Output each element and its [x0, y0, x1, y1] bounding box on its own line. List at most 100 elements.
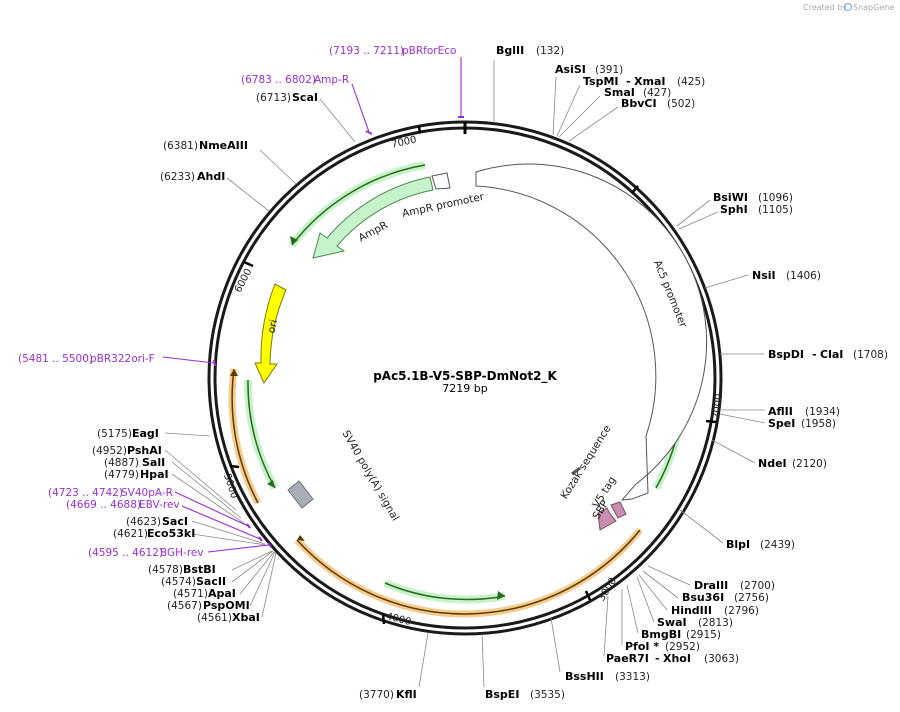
v5-tag-arrow	[610, 501, 627, 519]
enzyme-eco53ki-pos: (4621)	[113, 528, 148, 540]
enzyme-bstbi-pos: (4578)	[148, 564, 183, 576]
enzyme-clai: ClaI	[820, 348, 843, 361]
enzyme-saci-pos: (4623)	[126, 516, 161, 528]
enzyme-sali: SalI	[142, 456, 165, 469]
enzyme-kfli: KflI	[396, 688, 417, 701]
primer-pbr322ori-f: pBR322ori-F	[90, 353, 155, 365]
primer-sv40pa-r-range: (4723 .. 4742)	[48, 487, 123, 499]
enzyme-hpai: HpaI	[140, 468, 169, 481]
enzyme-sphi: SphI	[720, 203, 748, 216]
ampr-promoter-arrow	[431, 172, 451, 190]
primer-bgh-rev: BGH-rev	[160, 547, 204, 559]
enzyme-swai-pos: (2813)	[698, 617, 733, 629]
enzyme-eagi: EagI	[132, 427, 159, 440]
enzyme-pspomi-pos: (4567)	[167, 600, 202, 612]
enzyme-bspei-pos: (3535)	[530, 689, 565, 701]
enzyme-ndei: NdeI	[758, 457, 787, 470]
primer-ebv-rev-range: (4669 .. 4688)	[66, 499, 141, 511]
primer-pbrforeco: pBRforEco	[402, 45, 456, 57]
watermark-created-by: Created by	[803, 3, 847, 12]
enzyme-pspomi: PspOMI	[203, 599, 250, 612]
kozak-marker	[571, 466, 581, 476]
enzyme-sacii-pos: (4574)	[161, 576, 196, 588]
enzyme-eco53ki: Eco53kI	[147, 527, 195, 540]
sv40-label: SV40 poly(A) signal	[340, 428, 402, 523]
enzyme-apai-pos: (4571)	[173, 588, 208, 600]
enzyme-bglii: BglII	[496, 44, 524, 57]
ori-arrow	[254, 283, 287, 385]
enzyme-ahdi-pos: (6233)	[160, 171, 195, 183]
enzyme-tspmi: TspMI	[583, 75, 619, 88]
enzyme-pshai: PshAI	[127, 444, 162, 457]
enzyme-spei-pos: (1958)	[801, 418, 836, 430]
ampr-arrow	[312, 176, 434, 259]
tick-7000: 7000	[390, 134, 417, 150]
enzyme-aflii: AflII	[768, 405, 793, 418]
enzyme-xhoi: XhoI	[663, 652, 691, 665]
enzyme-smai-pos: (427)	[643, 87, 671, 99]
enzyme-xmai-pos: (425)	[677, 76, 705, 88]
plasmid-name: pAc5.1B-V5-SBP-DmNot2_K	[373, 369, 557, 384]
enzyme-kfli-pos: (3770)	[359, 689, 394, 701]
enzyme-xmai: XmaI	[634, 75, 665, 88]
enzyme-paer7i: PaeR7I	[606, 652, 649, 665]
enzyme-swai: SwaI	[657, 616, 687, 629]
enzyme-nsii-pos: (1406)	[786, 270, 821, 282]
primer-ampr: Amp-R	[314, 74, 349, 86]
enzyme-asisi: AsiSI	[555, 63, 586, 76]
enzyme-bbvci-pos: (502)	[667, 98, 695, 110]
enzyme-draiii: DraIII	[694, 579, 728, 592]
enzyme-clai-pos: (1708)	[853, 349, 888, 361]
enzyme-ahdi: AhdI	[197, 170, 225, 183]
enzyme-bsu36i: Bsu36I	[682, 591, 724, 604]
enzyme-sacii: SacII	[196, 575, 226, 588]
primer-ebv-rev: EBV-rev	[139, 499, 180, 511]
ac5-promoter-arrow	[475, 163, 708, 501]
sbp-arrow	[597, 507, 617, 531]
enzyme-bmgbi: BmgBI	[641, 628, 681, 641]
primer-pbr322ori-f-range: (5481 .. 5500)	[18, 353, 93, 365]
enzyme-apai: ApaI	[208, 587, 236, 600]
enzyme-asisi-pos: (391)	[595, 64, 623, 76]
ori-label: ori	[265, 318, 280, 334]
enzyme-nmeaiii-pos: (6381)	[163, 140, 198, 152]
enzyme-bbvci: BbvCI	[621, 97, 657, 110]
enzyme-bsu36i-pos: (2756)	[734, 592, 769, 604]
sv40-polya-box	[287, 480, 314, 509]
enzyme-pfoi-pos: (2952)	[665, 641, 700, 653]
enzyme-nmeaiii: NmeAIII	[199, 139, 248, 152]
tick-2000: 2000	[711, 393, 725, 420]
enzyme-bmgbi-pos: (2915)	[686, 629, 721, 641]
enzyme-hindiii: HindIII	[671, 604, 712, 617]
enzyme-hpai-pos: (4779)	[104, 469, 139, 481]
bottom-left-leaders	[164, 432, 277, 618]
enzyme-xbai-pos: (4561)	[197, 612, 232, 624]
snapgene-logo-icon	[843, 2, 853, 12]
enzyme-eagi-pos: (5175)	[97, 428, 132, 440]
enzyme-saci: SacI	[162, 515, 188, 528]
enzyme-bsiwi: BsiWI	[713, 191, 748, 204]
size-ticks: 1000 2000 3000 4000 5000 6000 7000	[221, 125, 725, 628]
enzyme-blpi-pos: (2439)	[760, 539, 795, 551]
enzyme-pshai-pos: (4952)	[92, 445, 127, 457]
enzyme-ndei-pos: (2120)	[792, 458, 827, 470]
enzyme-sep-3: -	[655, 652, 660, 665]
enzyme-blpi: BlpI	[726, 538, 750, 551]
enzyme-bsshii-pos: (3313)	[615, 671, 650, 683]
enzyme-hindiii-pos: (2796)	[724, 605, 759, 617]
enzyme-smai: SmaI	[604, 86, 635, 99]
enzyme-xhoi-pos: (3063)	[704, 653, 739, 665]
enzyme-bstbi: BstBI	[183, 563, 216, 576]
enzyme-pfoi: PfoI *	[625, 640, 659, 653]
enzyme-bspdi: BspDI	[768, 348, 804, 361]
enzyme-bsiwi-pos: (1096)	[758, 192, 793, 204]
primer-sv40pa-r: SV40pA-R	[121, 487, 173, 499]
primer-bgh-rev-range: (4595 .. 4612)	[88, 547, 163, 559]
enzyme-scai-pos: (6713)	[256, 92, 291, 104]
enzyme-sali-pos: (4887)	[104, 457, 139, 469]
enzyme-draiii-pos: (2700)	[740, 580, 775, 592]
enzyme-aflii-pos: (1934)	[805, 406, 840, 418]
primer-pbrforeco-range: (7193 .. 7211)	[329, 45, 404, 57]
enzyme-spei: SpeI	[768, 417, 795, 430]
